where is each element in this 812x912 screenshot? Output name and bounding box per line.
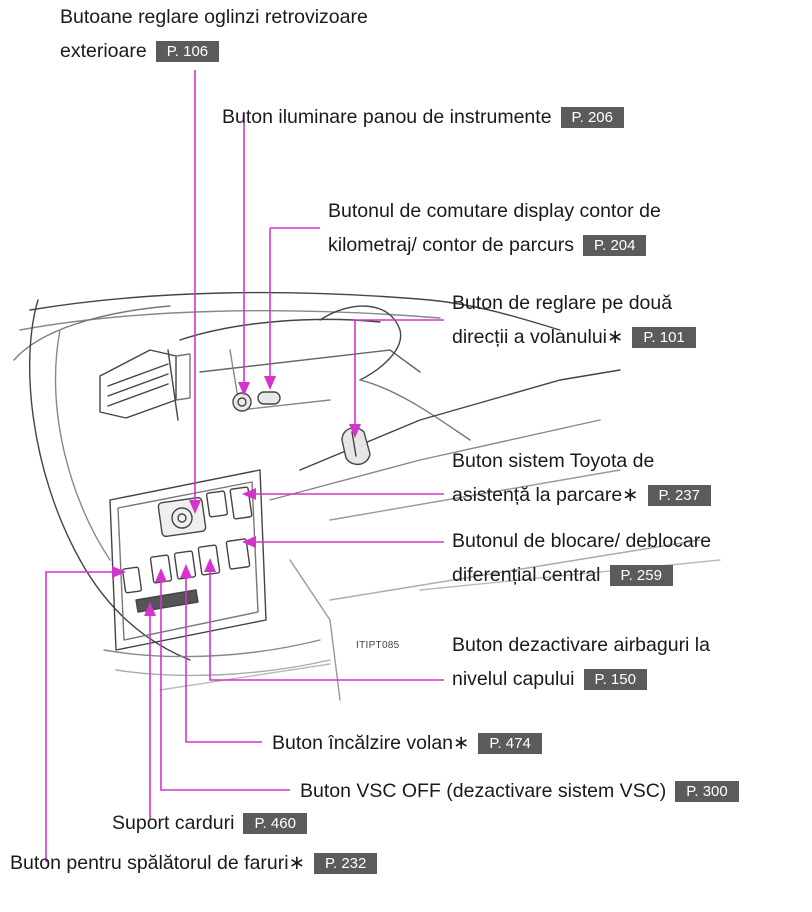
page-ref-parking-assist[interactable]: P. 237 [647,485,711,506]
callout-panel-light-line-1: Buton iluminare panou de instrumente [222,106,552,128]
figure-code: ITIPT085 [356,640,400,651]
callout-vsc-off: Buton VSC OFF (dezactivare sistem VSC) P.… [300,774,739,808]
leader-odometer [269,227,320,388]
page-ref-head-airbag[interactable]: P. 150 [583,669,647,690]
callout-parking-assist-line-1: Buton sistem Toyota de [452,450,655,472]
callout-mirror: Butoane reglare oglinzi retrovizoare ext… [60,0,368,68]
leader-lines [45,70,444,862]
arrow-heated-wheel [180,564,192,578]
leader-head-airbag [209,560,444,681]
callout-head-airbag: Buton dezactivare airbaguri la nivelul c… [452,628,710,696]
arrow-headlamp-washer [112,566,126,578]
page-ref-steering-adjust[interactable]: P. 101 [632,327,696,348]
callout-mirror-line-2: exterioare [60,40,147,62]
callout-headlamp-washer-line-1: Buton pentru spălătorul de faruri∗ [10,852,305,874]
callout-card-holder: Suport carduri P. 460 [112,806,307,840]
page-ref-panel-light[interactable]: P. 206 [560,107,624,128]
leader-arrowheads [112,376,361,616]
leader-vsc-off [160,570,290,791]
arrow-vsc-off [155,568,167,582]
callout-panel-light: Buton iluminare panou de instrumente P. 2… [222,100,624,134]
arrow-card-holder [144,602,156,616]
callout-odometer: Butonul de comutare display contor de ki… [328,194,661,262]
callout-steering-adjust-line-1: Buton de reglare pe două [452,292,673,314]
callout-steering-adjust: Buton de reglare pe două direcții a vola… [452,286,696,354]
callout-heated-wheel: Buton încălzire volan∗ P. 474 [272,726,542,760]
callout-diff-lock-line-1: Butonul de blocare/ deblocare [452,530,712,552]
leader-headlamp-washer [45,571,124,862]
arrow-odometer [264,376,276,390]
arrow-parking-assist [242,488,256,500]
callout-odometer-line-1: Butonul de comutare display contor de [328,200,661,222]
callout-heated-wheel-line-1: Buton încălzire volan∗ [272,732,470,754]
dashboard-line-art [13,291,721,701]
callout-parking-assist-line-2: asistență la parcare∗ [452,484,639,506]
arrow-steering-adjust [349,424,361,438]
callout-headlamp-washer: Buton pentru spălătorul de faruri∗ P. 232 [10,846,378,880]
page-ref-vsc-off[interactable]: P. 300 [675,781,739,802]
arrow-head-airbag [204,558,216,572]
callout-vsc-off-line-1: Buton VSC OFF (dezactivare sistem VSC) [300,780,667,802]
callout-steering-adjust-line-2: direcții a volanului∗ [452,326,624,348]
arrow-panel-light [238,382,250,396]
page-ref-diff-lock[interactable]: P. 259 [609,565,673,586]
arrow-mirror [189,500,201,514]
callout-mirror-line-1: Butoane reglare oglinzi retrovizoare [60,6,368,28]
page-ref-mirror[interactable]: P. 106 [155,41,220,62]
callout-head-airbag-line-2: nivelul capului [452,668,575,690]
callout-parking-assist: Buton sistem Toyota de asistență la parc… [452,444,711,512]
leader-heated-wheel [185,566,262,743]
page-ref-card-holder[interactable]: P. 460 [243,813,307,834]
page-ref-headlamp-washer[interactable]: P. 232 [313,853,378,874]
callout-odometer-line-2: kilometraj/ contor de parcurs [328,234,575,256]
callout-diff-lock: Butonul de blocare/ deblocare diferenția… [452,524,711,592]
arrow-diff-lock [242,536,256,548]
callout-diff-lock-line-2: diferențial central [452,564,601,586]
callout-card-holder-line-1: Suport carduri [112,812,235,834]
leader-steering-adjust [354,319,444,436]
callout-head-airbag-line-1: Buton dezactivare airbaguri la [452,634,710,656]
page-ref-odometer[interactable]: P. 204 [583,235,647,256]
page-ref-heated-wheel[interactable]: P. 474 [478,733,542,754]
